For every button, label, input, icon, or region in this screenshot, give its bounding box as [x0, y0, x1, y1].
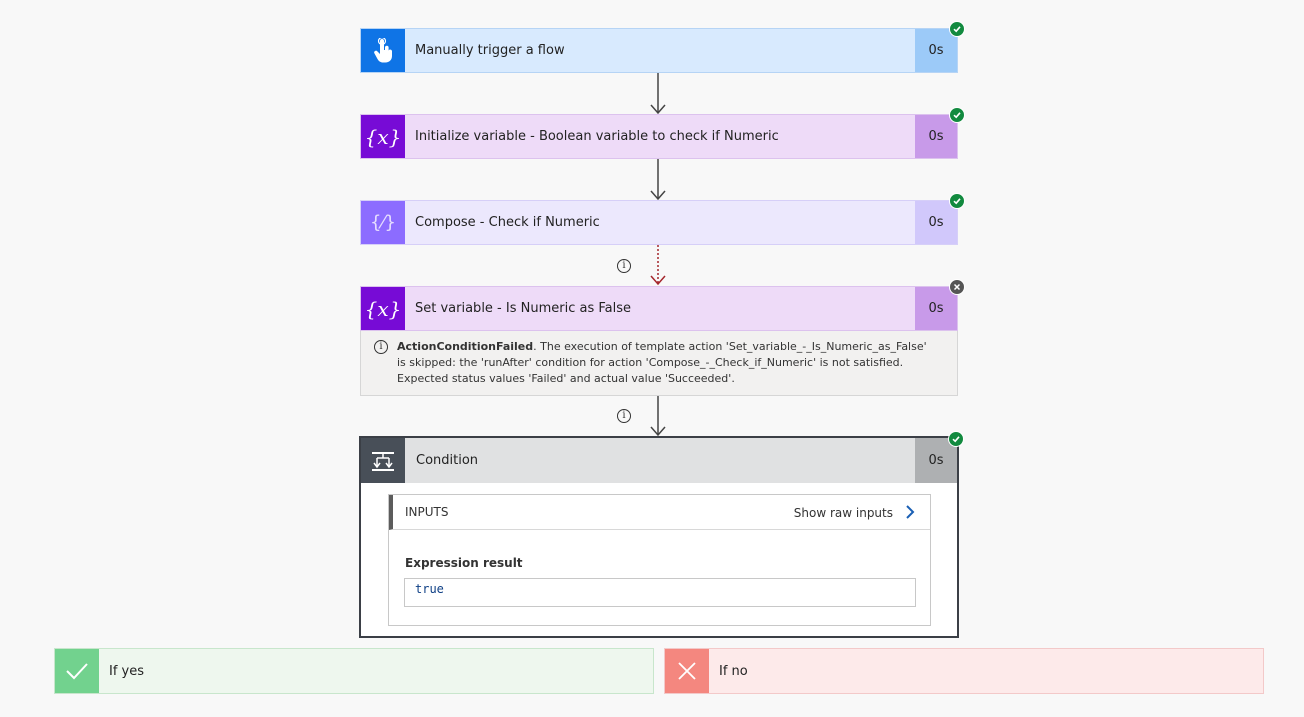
- error-code: ActionConditionFailed: [397, 340, 534, 353]
- info-icon: i: [374, 340, 388, 354]
- step-title: Initialize variable - Boolean variable t…: [415, 129, 779, 144]
- step-duration: 0s: [915, 438, 957, 483]
- step-title: Set variable - Is Numeric as False: [415, 301, 631, 316]
- variable-braces-icon: {x}: [361, 115, 405, 158]
- inputs-panel: INPUTS Show raw inputs Expression result…: [388, 494, 931, 626]
- step-set-variable[interactable]: {x} Set variable - Is Numeric as False 0…: [360, 286, 958, 331]
- check-icon: [55, 649, 99, 693]
- connector-arrow: [650, 159, 666, 201]
- branch-label: If yes: [109, 663, 145, 679]
- connector-arrow-skipped: [650, 245, 666, 286]
- compose-braces-icon: {⁄}: [361, 201, 405, 244]
- inputs-header: INPUTS Show raw inputs: [389, 495, 930, 530]
- error-text: . The execution of template action 'Set_…: [397, 340, 927, 385]
- connector-arrow: [650, 73, 666, 115]
- show-raw-inputs-link[interactable]: Show raw inputs: [793, 506, 893, 520]
- step-title: Condition: [416, 453, 479, 468]
- connector-arrow: [650, 396, 666, 437]
- check-circle-icon: [949, 21, 965, 37]
- check-circle-icon: [949, 107, 965, 123]
- hand-pointer-icon: [361, 29, 405, 72]
- info-icon[interactable]: i: [617, 259, 631, 273]
- expression-label: Expression result: [405, 556, 523, 570]
- step-title: Compose - Check if Numeric: [415, 215, 600, 230]
- expression-result-field: true: [404, 578, 916, 607]
- condition-panel: Condition 0s INPUTS Show raw inputs Expr…: [359, 436, 959, 638]
- error-message: ActionConditionFailed. The execution of …: [397, 339, 937, 387]
- condition-header[interactable]: Condition 0s: [361, 438, 957, 483]
- expression-result-value: true: [415, 582, 444, 596]
- step-duration: 0s: [915, 201, 957, 244]
- step-duration: 0s: [915, 115, 957, 158]
- step-duration: 0s: [915, 29, 957, 72]
- check-circle-icon: [949, 193, 965, 209]
- branch-if-no[interactable]: If no: [664, 648, 1264, 694]
- error-message-panel: i ActionConditionFailed. The execution o…: [360, 331, 958, 396]
- branch-label: If no: [719, 663, 748, 679]
- variable-braces-icon: {x}: [361, 287, 405, 330]
- step-compose[interactable]: {⁄} Compose - Check if Numeric 0s: [360, 200, 958, 245]
- chevron-right-icon[interactable]: [904, 504, 916, 520]
- condition-split-icon: [361, 438, 405, 483]
- close-icon: [665, 649, 709, 693]
- step-initialize-variable[interactable]: {x} Initialize variable - Boolean variab…: [360, 114, 958, 159]
- step-title: Manually trigger a flow: [415, 43, 565, 58]
- inputs-label: INPUTS: [405, 505, 449, 519]
- info-icon[interactable]: i: [617, 409, 631, 423]
- step-manual-trigger[interactable]: Manually trigger a flow 0s: [360, 28, 958, 73]
- x-circle-icon: [949, 279, 965, 295]
- step-duration: 0s: [915, 287, 957, 330]
- check-circle-icon: [948, 431, 964, 447]
- branch-if-yes[interactable]: If yes: [54, 648, 654, 694]
